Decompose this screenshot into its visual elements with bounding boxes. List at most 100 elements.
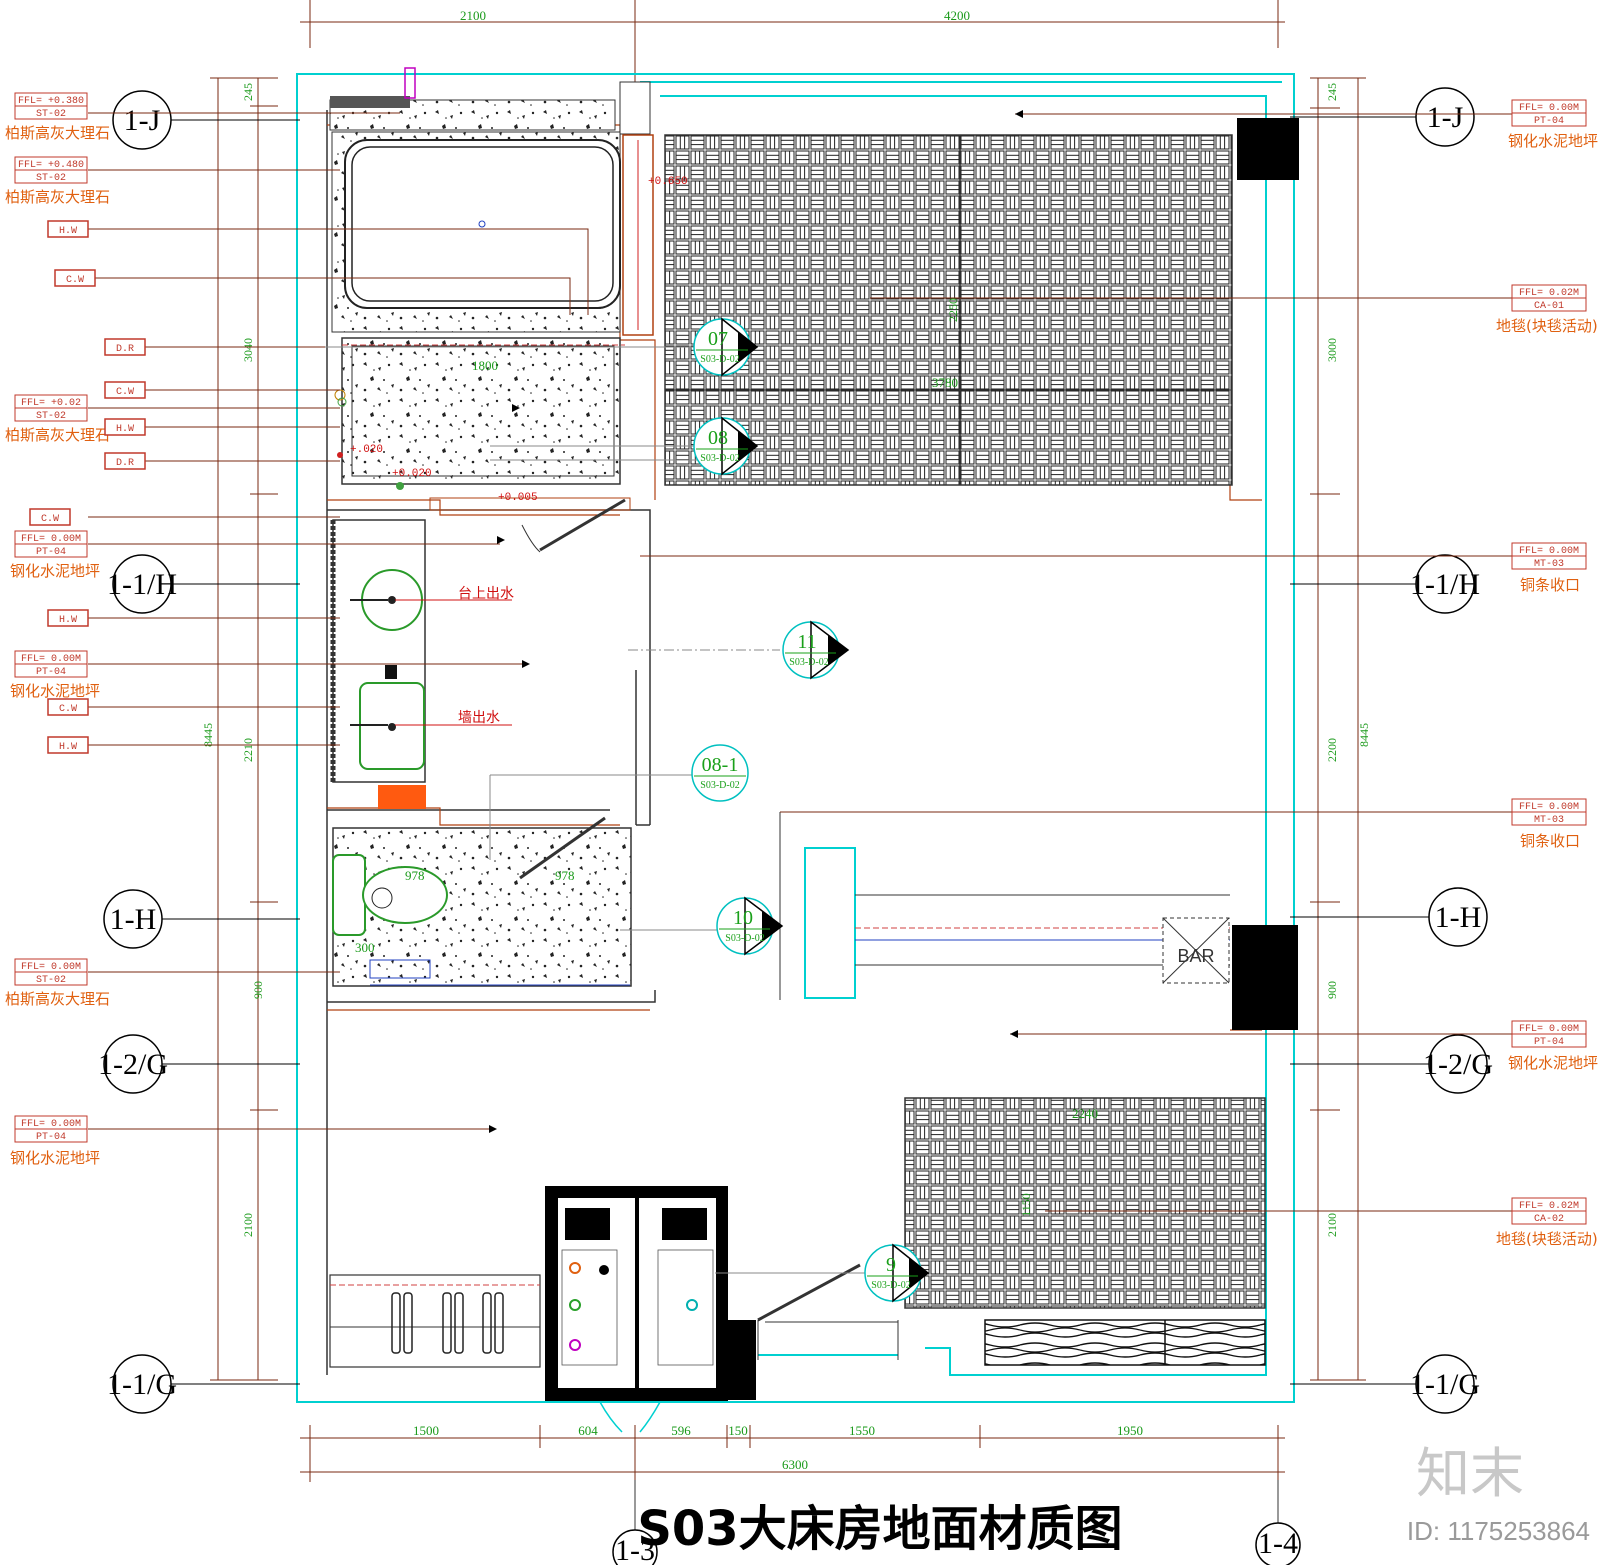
tag-material: 柏斯高灰大理石 <box>5 124 110 142</box>
right-material-tags: FFL= 0.00M PT-04 钢化水泥地坪 FFL= 0.02M CA-01… <box>1496 99 1598 1248</box>
dimension-lines <box>210 0 1366 1500</box>
dim-bottom-1500: 1500 <box>413 1423 439 1438</box>
grid-label-1-1g-right: 1-1/G <box>1410 1368 1480 1401</box>
dim-bottom-604: 604 <box>578 1423 598 1438</box>
tag-code: H.W <box>59 615 77 626</box>
index-mark-08-1: 08-1 S03-D-02 <box>489 744 749 860</box>
left-material-tags: FFL= +0.380 ST-02 柏斯高灰大理石 FFL= +0.480 ST… <box>5 92 146 1167</box>
left-tag-2: H.W <box>47 220 89 238</box>
dim-2240: 2240 <box>1072 1106 1098 1121</box>
tag-ffl: FFL= 0.00M <box>21 534 81 545</box>
left-tag-leaders <box>88 112 589 1130</box>
flow-arrows <box>489 110 1023 1133</box>
tag-ffl: FFL= 0.00M <box>21 1119 81 1130</box>
tag-ffl: FFL= 0.00M <box>21 654 81 665</box>
dim-right-8445: 8445 <box>1357 723 1371 747</box>
tag-material: 柏斯高灰大理石 <box>5 188 110 206</box>
index-num: 07 <box>708 328 728 350</box>
tag-code: D.R <box>116 344 134 355</box>
tag-material: 柏斯高灰大理石 <box>5 990 110 1008</box>
left-tag-12: FFL= 0.00M PT-04 钢化水泥地坪 <box>10 650 100 700</box>
left-tag-0: FFL= +0.380 ST-02 柏斯高灰大理石 <box>5 92 110 142</box>
right-tag-2: FFL= 0.00M MT-03 铜条收口 <box>1511 542 1587 594</box>
tag-ffl: FFL= +0.380 <box>18 96 84 107</box>
grid-bubbles-right <box>1415 87 1488 1414</box>
right-tag-3: FFL= 0.00M MT-03 铜条收口 <box>1511 798 1587 850</box>
grid-label-1-4: 1-4 <box>1258 1527 1298 1560</box>
bar-cabinet <box>804 847 856 999</box>
right-tag-0: FFL= 0.00M PT-04 钢化水泥地坪 <box>1508 99 1598 150</box>
index-num: 08 <box>708 427 728 449</box>
left-tag-3: C.W <box>54 269 96 287</box>
tag-code: MT-03 <box>1534 559 1564 570</box>
drawing-title: S03大床房地面材质图 <box>637 1501 1122 1557</box>
dim-2250: 2250 <box>946 298 960 322</box>
index-mark-10: 10 S03-D-02 <box>620 896 784 956</box>
tag-code: C.W <box>66 275 84 286</box>
dim-left-3040: 3040 <box>241 338 255 362</box>
left-tag-1: FFL= +0.480 ST-02 柏斯高灰大理石 <box>5 156 110 206</box>
left-tag-4: D.R <box>104 338 146 356</box>
left-tag-15: FFL= 0.00M ST-02 柏斯高灰大理石 <box>5 958 110 1008</box>
dim-1800: 1800 <box>472 358 498 373</box>
top-dimension-labels: 2100 4200 <box>460 8 970 23</box>
column-top <box>619 81 651 135</box>
left-tag-10: FFL= 0.00M PT-04 钢化水泥地坪 <box>10 530 100 580</box>
level-0020: +0.020 <box>392 468 432 480</box>
tag-code: ST-02 <box>36 975 66 986</box>
level-0650: +0.650 <box>648 176 688 188</box>
dim-bottom-1550: 1550 <box>849 1423 875 1438</box>
tag-code: PT-04 <box>1534 1037 1564 1048</box>
grid-label-1j-left: 1-J <box>124 104 161 137</box>
tag-code: CA-01 <box>1534 301 1564 312</box>
toilet-bowl <box>362 866 448 924</box>
pipe-riser <box>404 67 416 99</box>
left-tag-13: C.W <box>47 698 89 716</box>
tag-material: 铜条收口 <box>1520 832 1580 850</box>
index-ref: S03-D-02 <box>725 933 764 944</box>
dim-left-245: 245 <box>241 83 255 101</box>
grid-bubbles-bottom <box>612 1522 1301 1565</box>
grid-bubble-leaders <box>162 116 1429 1385</box>
dim-978a: 978 <box>405 868 425 883</box>
level-0005: +0.005 <box>498 492 538 504</box>
dim-right-2100: 2100 <box>1325 1213 1339 1237</box>
index-ref: S03-D-02 <box>700 453 739 464</box>
grid-label-1-1g-left: 1-1/G <box>107 1368 177 1401</box>
tag-code: H.W <box>116 424 134 435</box>
tag-ffl: FFL= 0.02M <box>1519 1201 1579 1212</box>
index-ref: S03-D-02 <box>871 1280 910 1291</box>
tag-code: PT-04 <box>36 667 66 678</box>
tag-code: ST-02 <box>36 411 66 422</box>
tag-ffl: FFL= 0.00M <box>1519 103 1579 114</box>
dim-left-2210: 2210 <box>241 738 255 762</box>
grid-label-1j-right: 1-J <box>1427 101 1464 134</box>
right-tag-1: FFL= 0.02M CA-01 地毯(块毯活动) <box>1496 284 1598 335</box>
tag-material: 钢化水泥地坪 <box>1508 132 1598 150</box>
grid-label-1-1h-right: 1-1/H <box>1410 568 1480 601</box>
index-mark-07: 07 S03-D-02 <box>325 317 759 377</box>
watermark-logo: 知末 <box>1416 1442 1524 1505</box>
index-num: 9 <box>886 1254 896 1276</box>
tag-ffl: FFL= +0.480 <box>18 160 84 171</box>
index-num: 11 <box>797 631 816 653</box>
left-dimension-labels: 245 3040 2210 900 2100 8445 <box>201 83 265 1237</box>
tag-code: PT-04 <box>1534 116 1564 127</box>
dim-bottom-150: 150 <box>728 1423 748 1438</box>
counter-water-label: 台上出水 <box>458 586 514 602</box>
level-020: +.020 <box>350 444 383 456</box>
wall-water-label: 墙出水 <box>458 710 500 726</box>
top-ledge <box>330 96 410 108</box>
dim-left-8445: 8445 <box>201 723 215 747</box>
dim-right-2200: 2200 <box>1325 738 1339 762</box>
right-tag-5: FFL= 0.02M CA-02 地毯(块毯活动) <box>1496 1197 1598 1248</box>
orange-block <box>378 785 426 809</box>
grid-label-1h-right: 1-H <box>1435 901 1482 934</box>
left-tag-7: H.W <box>104 418 146 436</box>
dim-bottom-1950: 1950 <box>1117 1423 1143 1438</box>
index-marks: 07 S03-D-02 08 S03-D-02 11 S03-D-02 08-1 <box>325 317 930 1303</box>
dim-300: 300 <box>355 940 375 955</box>
index-mark-08: 08 S03-D-02 <box>490 416 759 476</box>
dim-978b: 978 <box>555 868 575 883</box>
